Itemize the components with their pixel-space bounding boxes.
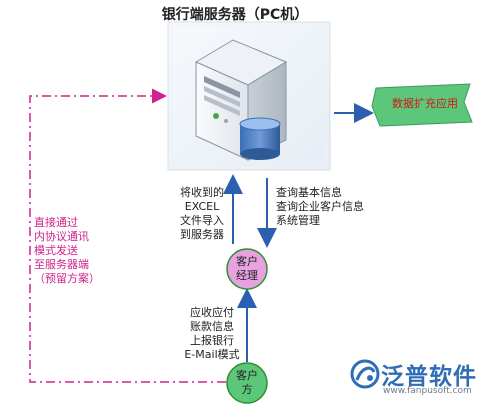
customer-manager-label-line: 经理 [236,269,258,282]
email-report-note: 应收应付 账款信息 上报银行 E-Mail模式 [183,306,241,362]
data-expansion-label: 数据扩充应用 [392,97,458,110]
direct-route-note-line: 内协议通讯 [34,230,89,243]
client-label: 客户 方 [227,369,267,397]
upload-note: 将收到的 EXCEL 文件导入 到服务器 [176,186,228,242]
client-node [226,362,268,404]
email-report-note-line: E-Mail模式 [184,348,240,361]
direct-route-note-line: 模式发送 [34,244,78,257]
data-expansion-badge [371,83,473,127]
dashed-direct-route [29,88,226,383]
customer-manager-node [226,248,268,290]
upload-note-line: EXCEL [184,200,220,213]
brand-url: www.fanpusoft.com [383,386,472,396]
query-note-line: 查询企业客户信息 [276,200,364,213]
brand-name: 泛普软件 [381,364,477,390]
direct-route-note: 直接通过 内协议通讯 模式发送 至服务器端 （预留方案） [34,216,100,286]
direct-route-note-line: （预留方案） [34,272,100,285]
email-report-note-line: 上报银行 [190,334,234,347]
customer-manager-label: 客户 经理 [227,255,267,283]
upload-note-line: 到服务器 [180,228,224,241]
upload-note-line: 文件导入 [180,214,224,227]
brand-logo-icon [350,359,380,389]
query-note-line: 系统管理 [276,214,320,227]
email-report-note-line: 账款信息 [190,320,234,333]
client-label-line: 方 [241,383,253,396]
email-report-note-line: 应收应付 [190,306,234,319]
customer-manager-label-line: 客户 [236,255,258,268]
direct-route-note-line: 直接通过 [34,216,78,229]
client-label-line: 客户 [236,369,258,382]
query-note-line: 查询基本信息 [276,186,342,199]
upload-note-line: 将收到的 [180,186,224,199]
database-icon [239,117,281,160]
page-title: 银行端服务器（PC机） [161,7,309,23]
direct-route-note-line: 至服务器端 [34,258,89,271]
query-note: 查询基本信息 查询企业客户信息 系统管理 [276,186,364,228]
